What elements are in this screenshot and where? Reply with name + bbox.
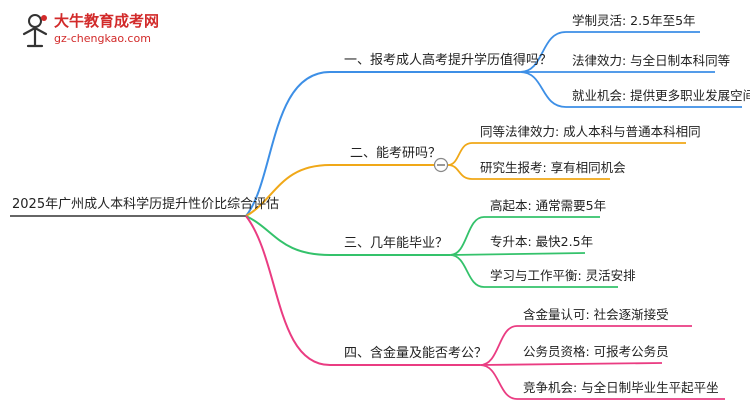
branch-4-leaf-2[interactable]: 公务员资格: 可报考公务员 — [523, 344, 669, 359]
branch-4-topic[interactable]: 四、含金量及能否考公？ — [344, 346, 488, 361]
branch-3-topic[interactable]: 三、几年能毕业？ — [344, 236, 449, 251]
branch-2-topic[interactable]: 二、能考研吗？ — [350, 146, 442, 161]
branch-2-leaf-1[interactable]: 同等法律效力: 成人本科与普通本科相同 — [480, 124, 701, 139]
site-logo[interactable]: 大牛教育成考网 gz-chengkao.com — [20, 6, 170, 54]
branch-3-leaf-connectors — [449, 216, 618, 288]
root-topic[interactable]: 2025年广州成人本科学历提升性价比综合评估 — [12, 197, 280, 212]
branch-1-connector — [245, 71, 520, 217]
branch-2-leaf-2[interactable]: 研究生报考: 享有相同机会 — [480, 160, 626, 175]
branch-3-leaf-3[interactable]: 学习与工作平衡: 灵活安排 — [490, 268, 636, 283]
branch-1-leaf-connectors — [519, 31, 742, 108]
branch-4-leaf-connectors — [479, 325, 725, 400]
logo-url: gz-chengkao.com — [54, 32, 151, 45]
logo-figure-icon — [22, 14, 48, 48]
branch-1-leaf-3[interactable]: 就业机会: 提供更多职业发展空间 — [572, 88, 750, 103]
branch-1-leaf-2[interactable]: 法律效力: 与全日制本科同等 — [572, 53, 731, 68]
branch-4-connector — [245, 215, 480, 366]
branch-3-connector — [245, 215, 450, 256]
branch-3-leaf-1[interactable]: 高起本: 通常需要5年 — [490, 198, 607, 213]
branch-1-topic[interactable]: 一、报考成人高考提升学历值得吗？ — [344, 53, 553, 68]
branch-4-leaf-3[interactable]: 竞争机会: 与全日制毕业生平起平坐 — [523, 380, 719, 395]
branch-1-leaf-1[interactable]: 学制灵活: 2.5年至5年 — [572, 13, 696, 28]
logo-title: 大牛教育成考网 — [54, 12, 160, 30]
branch-2-leaf-connectors — [447, 142, 686, 180]
branch-4-leaf-1[interactable]: 含金量认可: 社会逐渐接受 — [523, 307, 669, 322]
branch-3-leaf-2[interactable]: 专升本: 最快2.5年 — [490, 234, 594, 249]
branch-2-connector — [245, 164, 434, 217]
